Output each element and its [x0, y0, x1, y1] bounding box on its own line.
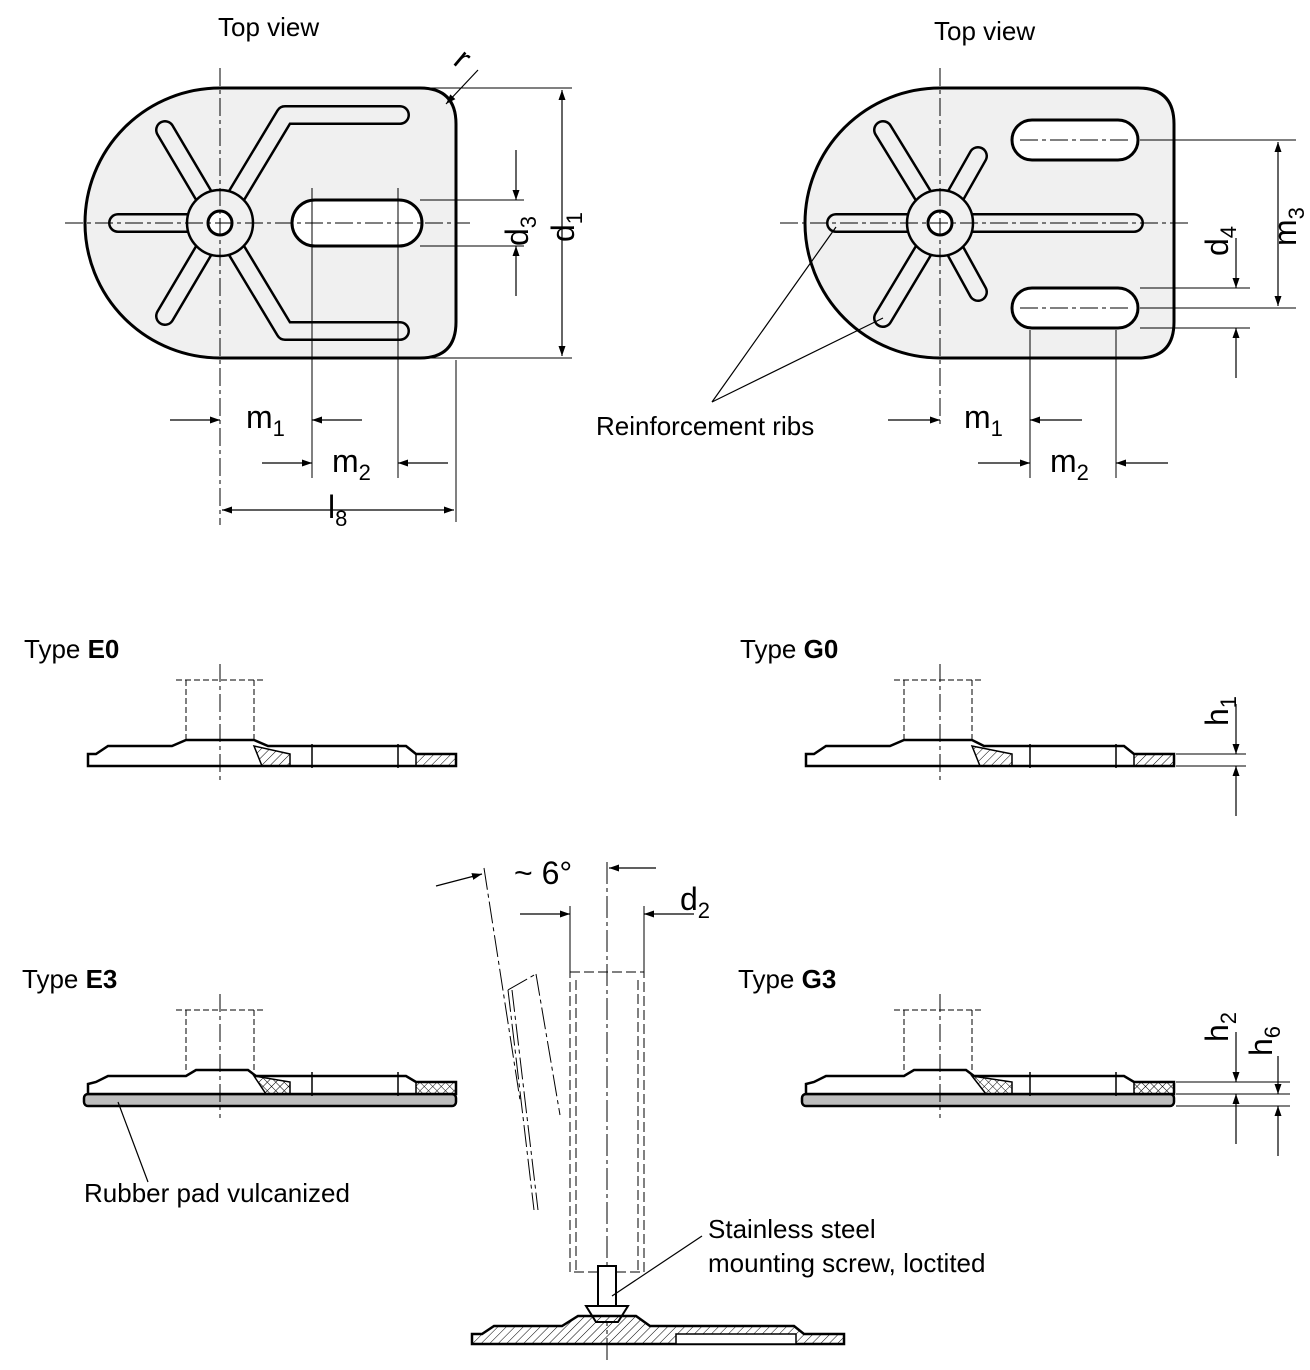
type-g3-label: Type G3 — [738, 964, 836, 994]
rubber-pad-label: Rubber pad vulcanized — [84, 1178, 350, 1208]
angle-label: ~ 6° — [514, 855, 572, 891]
dim-m1-left: m1 — [246, 399, 285, 441]
dim-m3: m3 — [1267, 207, 1309, 246]
swivel-view — [435, 862, 846, 1360]
dim-d1: d1 — [545, 212, 587, 242]
type-g0-label: Type G0 — [740, 634, 838, 664]
side-view-g3 — [800, 994, 1290, 1156]
dim-m1-right: m1 — [964, 399, 1003, 441]
dim-h1: h1 — [1199, 696, 1241, 726]
top-view-right-label: Top view — [934, 16, 1035, 46]
top-view-left — [65, 68, 572, 525]
screw-label-line1: Stainless steel — [708, 1214, 876, 1244]
type-e0-label: Type E0 — [24, 634, 119, 664]
screw-label-line2: mounting screw, loctited — [708, 1248, 985, 1278]
labels: Top view Top view Reinforcement ribs Rub… — [22, 12, 1309, 1278]
dim-d2: d2 — [680, 881, 710, 923]
dim-l8: l8 — [328, 489, 347, 531]
side-view-g0 — [804, 664, 1246, 816]
top-view-right — [711, 68, 1296, 478]
dim-m2-left: m2 — [332, 443, 371, 485]
dim-d3: d3 — [499, 216, 541, 246]
type-e3-label: Type E3 — [22, 964, 117, 994]
dim-m2-right: m2 — [1050, 443, 1089, 485]
side-view-e0 — [86, 664, 458, 782]
radius-label: r — [447, 41, 479, 76]
dim-d4: d4 — [1199, 226, 1241, 256]
reinforcement-ribs-label: Reinforcement ribs — [596, 411, 814, 441]
side-view-e3 — [82, 994, 458, 1183]
dim-h2: h2 — [1199, 1012, 1241, 1042]
dim-h6: h6 — [1243, 1026, 1285, 1056]
top-view-left-label: Top view — [218, 12, 319, 42]
